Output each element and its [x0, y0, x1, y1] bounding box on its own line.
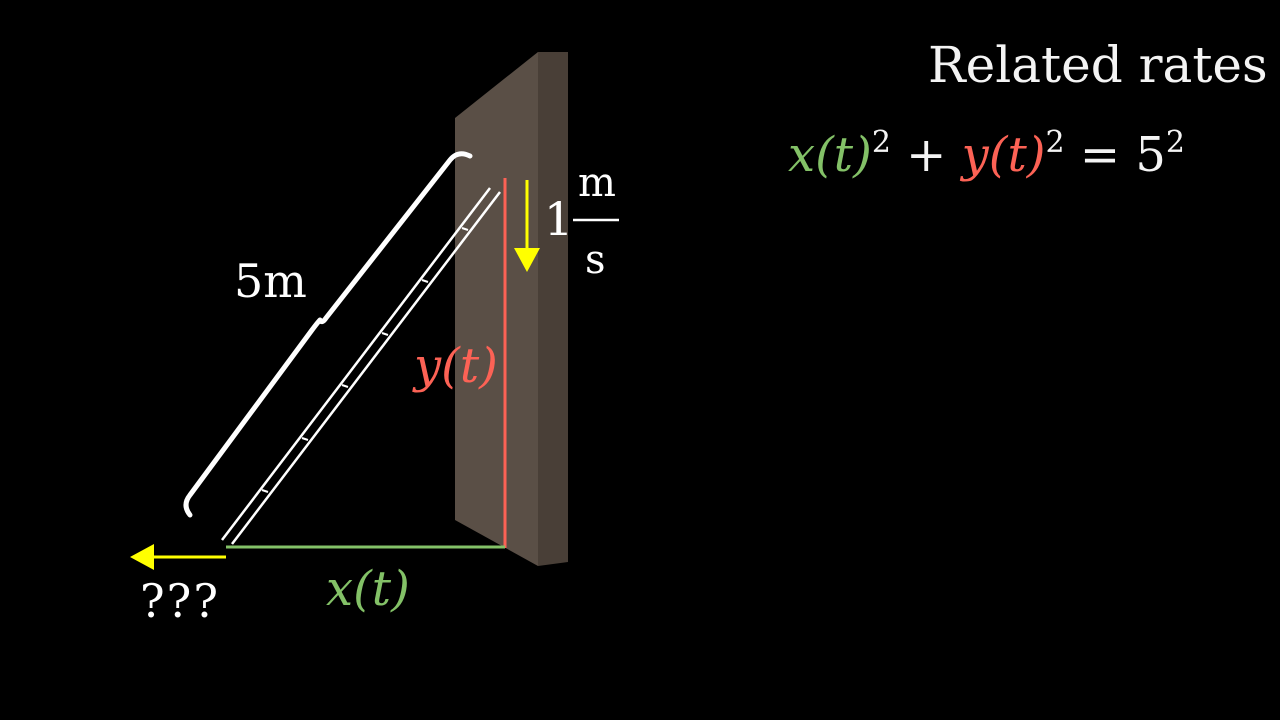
wall-side: [538, 52, 568, 566]
eq-rhs-base: 5: [1135, 127, 1166, 183]
eq-rhs-exp: 2: [1165, 125, 1185, 160]
eq-x-term: x(t): [788, 127, 872, 183]
rate-value: 1: [544, 192, 574, 246]
eq-x-exp: 2: [871, 125, 891, 160]
eq-y-exp: 2: [1045, 125, 1065, 160]
left-rate-arrow: [130, 544, 226, 570]
length-brace: [183, 151, 473, 518]
rate-unit-denominator: s: [585, 237, 606, 283]
unknown-rate-label: ???: [140, 574, 220, 628]
eq-equals: =: [1079, 127, 1121, 183]
down-rate-arrow: [514, 180, 540, 272]
eq-plus: +: [906, 127, 947, 183]
x-label: x(t): [326, 561, 410, 617]
ladder: [221, 187, 501, 545]
pythagorean-equation: x(t)2 + y(t)2 = 52: [788, 128, 1185, 180]
y-label: y(t): [414, 338, 498, 394]
wall-front: [455, 52, 538, 566]
eq-y-term: y(t): [961, 127, 1046, 183]
rate-unit-numerator: m: [578, 160, 616, 206]
page-title: Related rates: [928, 36, 1268, 94]
ladder-length-label: 5m: [234, 254, 307, 308]
